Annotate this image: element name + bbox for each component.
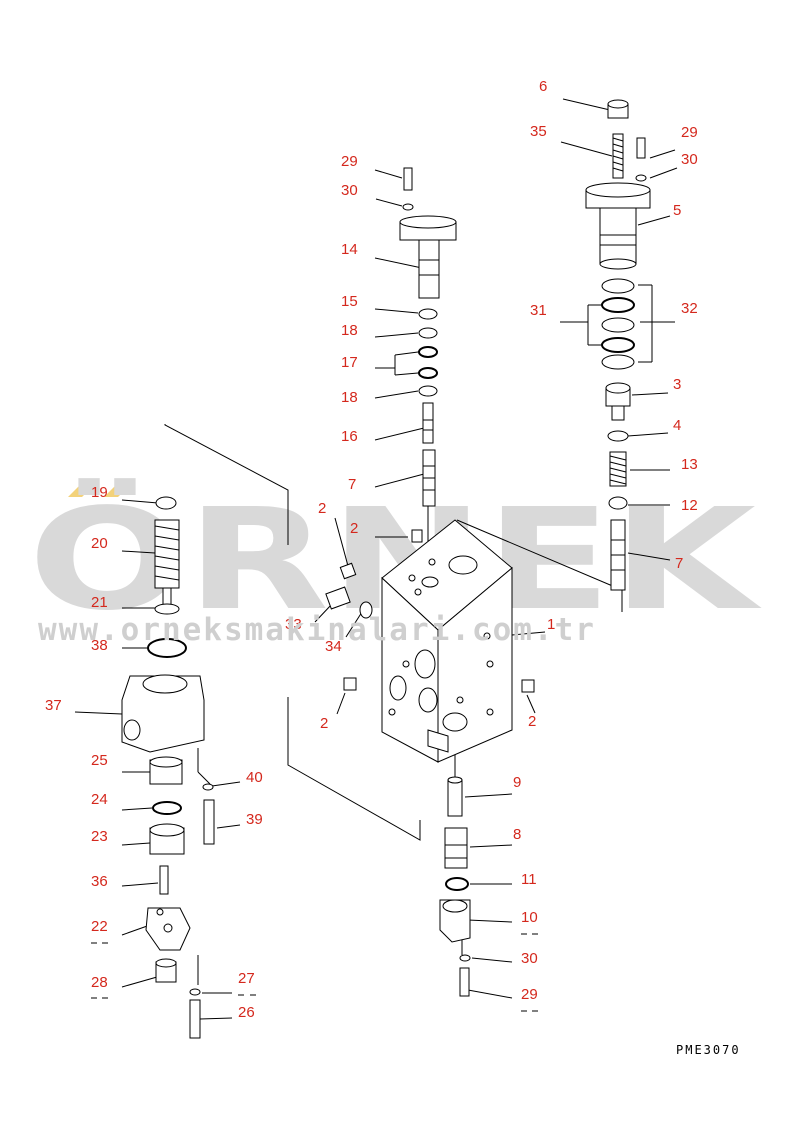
leader-lines bbox=[74, 98, 678, 1020]
left-column-parts bbox=[121, 496, 215, 1039]
callout-36: 36 bbox=[91, 873, 108, 890]
bolt-39 bbox=[203, 799, 215, 845]
callout-13: 13 bbox=[681, 456, 698, 473]
callout-2: 2 bbox=[320, 715, 328, 732]
plug-2b bbox=[339, 562, 357, 580]
watermark-site: www.orneksmakinalari.com.tr bbox=[38, 612, 596, 648]
ring-34 bbox=[359, 601, 373, 619]
callout-29: 29 bbox=[521, 986, 538, 1003]
callout-18: 18 bbox=[341, 322, 358, 339]
callout-29: 29 bbox=[341, 153, 358, 170]
plug-2d bbox=[521, 679, 535, 693]
callout-29: 29 bbox=[681, 124, 698, 141]
ring-4 bbox=[607, 430, 629, 442]
callout-21: 21 bbox=[91, 594, 108, 611]
plug-2c bbox=[343, 677, 357, 691]
bolt-29a bbox=[636, 137, 646, 159]
sleeve-8 bbox=[444, 827, 468, 869]
callout-10: 10 bbox=[521, 909, 538, 926]
callout-9: 9 bbox=[513, 774, 521, 791]
callout-20: 20 bbox=[91, 535, 108, 552]
callout-1: 1 bbox=[547, 616, 555, 633]
callout-3: 3 bbox=[673, 376, 681, 393]
callout-39: 39 bbox=[246, 811, 263, 828]
callout-32: 32 bbox=[681, 300, 698, 317]
callout-18: 18 bbox=[341, 389, 358, 406]
label-underline-marks bbox=[91, 933, 538, 1012]
callout-27: 27 bbox=[238, 970, 255, 987]
callout-30: 30 bbox=[681, 151, 698, 168]
piston-9 bbox=[447, 779, 463, 817]
callout-22: 22 bbox=[91, 918, 108, 935]
callout-14: 14 bbox=[341, 241, 358, 258]
callout-35: 35 bbox=[530, 123, 547, 140]
watermark-accent-1 bbox=[68, 483, 96, 497]
oring-38 bbox=[147, 638, 187, 658]
fitting-33 bbox=[325, 586, 351, 610]
seat-12 bbox=[608, 496, 628, 510]
callout-16: 16 bbox=[341, 428, 358, 445]
callout-17: 17 bbox=[341, 354, 358, 371]
callout-7: 7 bbox=[348, 476, 356, 493]
callout-38: 38 bbox=[91, 637, 108, 654]
callout-33: 33 bbox=[285, 616, 302, 633]
bolt-26 bbox=[189, 999, 201, 1039]
right-column-parts bbox=[585, 99, 651, 591]
center-column-parts bbox=[325, 167, 535, 997]
retainer-19 bbox=[155, 496, 177, 510]
callout-7: 7 bbox=[675, 555, 683, 572]
plunger-16 bbox=[422, 402, 434, 444]
callout-4: 4 bbox=[673, 417, 681, 434]
ring-11 bbox=[445, 877, 469, 891]
callout-25: 25 bbox=[91, 752, 108, 769]
ring-24 bbox=[152, 801, 182, 815]
callout-31: 31 bbox=[530, 302, 547, 319]
housing-37 bbox=[121, 675, 205, 753]
drawing-code: PME3070 bbox=[676, 1043, 741, 1057]
valve-body bbox=[381, 519, 513, 763]
callout-34: 34 bbox=[325, 638, 342, 655]
callout-23: 23 bbox=[91, 828, 108, 845]
plug-2a bbox=[411, 529, 423, 543]
watermark-accent-2 bbox=[104, 483, 132, 497]
pin-21 bbox=[162, 587, 172, 607]
callout-15: 15 bbox=[341, 293, 358, 310]
ring-15 bbox=[418, 308, 438, 320]
callout-30: 30 bbox=[341, 182, 358, 199]
bolt-29c bbox=[459, 967, 470, 997]
callout-28: 28 bbox=[91, 974, 108, 991]
callout-6: 6 bbox=[539, 78, 547, 95]
callout-2: 2 bbox=[318, 500, 326, 517]
callout-24: 24 bbox=[91, 791, 108, 808]
callout-2: 2 bbox=[350, 520, 358, 537]
callout-8: 8 bbox=[513, 826, 521, 843]
callout-12: 12 bbox=[681, 497, 698, 514]
callout-37: 37 bbox=[45, 697, 62, 714]
stud-36 bbox=[159, 865, 169, 895]
callout-40: 40 bbox=[246, 769, 263, 786]
callout-2: 2 bbox=[528, 713, 536, 730]
callout-19: 19 bbox=[91, 484, 108, 501]
callout-11: 11 bbox=[521, 871, 537, 888]
callout-5: 5 bbox=[673, 202, 681, 219]
bolt-29b bbox=[403, 167, 413, 191]
callout-30: 30 bbox=[521, 950, 538, 967]
callout-labels: 6 35 29 30 5 31 32 3 4 13 12 7 29 30 14 … bbox=[45, 78, 698, 1021]
callout-26: 26 bbox=[238, 1004, 255, 1021]
